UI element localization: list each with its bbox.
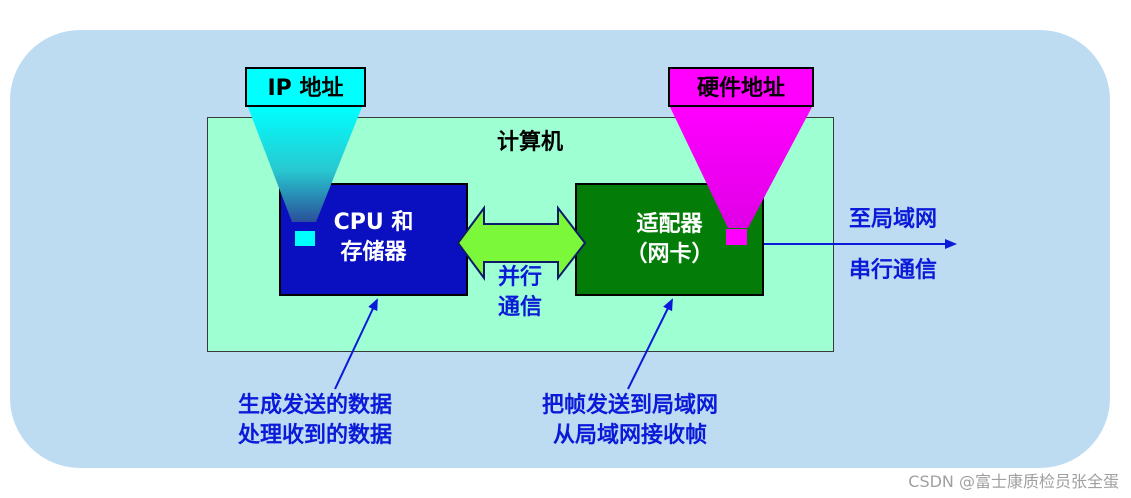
to-lan-label: 至局域网 <box>848 207 937 232</box>
hw-endpoint <box>726 229 747 245</box>
ip-address-tag: IP 地址 <box>245 67 366 107</box>
cpu-note: 生成发送的数据 处理收到的数据 <box>200 391 430 451</box>
cpu-note-line-1: 生成发送的数据 <box>237 393 392 418</box>
parallel-arrow <box>456 204 587 282</box>
adapter-pointer-arrow <box>627 298 673 390</box>
adapter-label: 适配器 （网卡） <box>575 210 764 270</box>
serial-comm-label: 串行通信 <box>848 258 937 283</box>
cpu-pointer-arrow <box>334 298 378 390</box>
hardware-address-tag: 硬件地址 <box>668 67 814 107</box>
parallel-line-1: 并行 <box>497 265 542 290</box>
cpu-memory-label: CPU 和 存储器 <box>279 208 468 268</box>
watermark: CSDN @富士康质检员张全蛋 <box>908 472 1119 491</box>
ip-endpoint <box>295 231 315 246</box>
parallel-line-2: 通信 <box>497 295 542 320</box>
parallel-comm-label: 并行 通信 <box>480 263 560 323</box>
cpu-line-1: CPU 和 <box>333 210 414 235</box>
adapter-note-line-1: 把帧发送到局域网 <box>541 393 718 418</box>
ip-funnel <box>248 107 362 222</box>
adapter-note: 把帧发送到局域网 从局域网接收帧 <box>510 391 750 451</box>
adapter-line-1: 适配器 <box>636 212 703 237</box>
adapter-line-2: （网卡） <box>625 242 714 267</box>
hw-funnel <box>670 107 812 228</box>
cpu-line-2: 存储器 <box>340 240 407 265</box>
cpu-note-line-2: 处理收到的数据 <box>237 423 392 448</box>
adapter-note-line-2: 从局域网接收帧 <box>552 423 707 448</box>
computer-label: 计算机 <box>496 130 563 155</box>
